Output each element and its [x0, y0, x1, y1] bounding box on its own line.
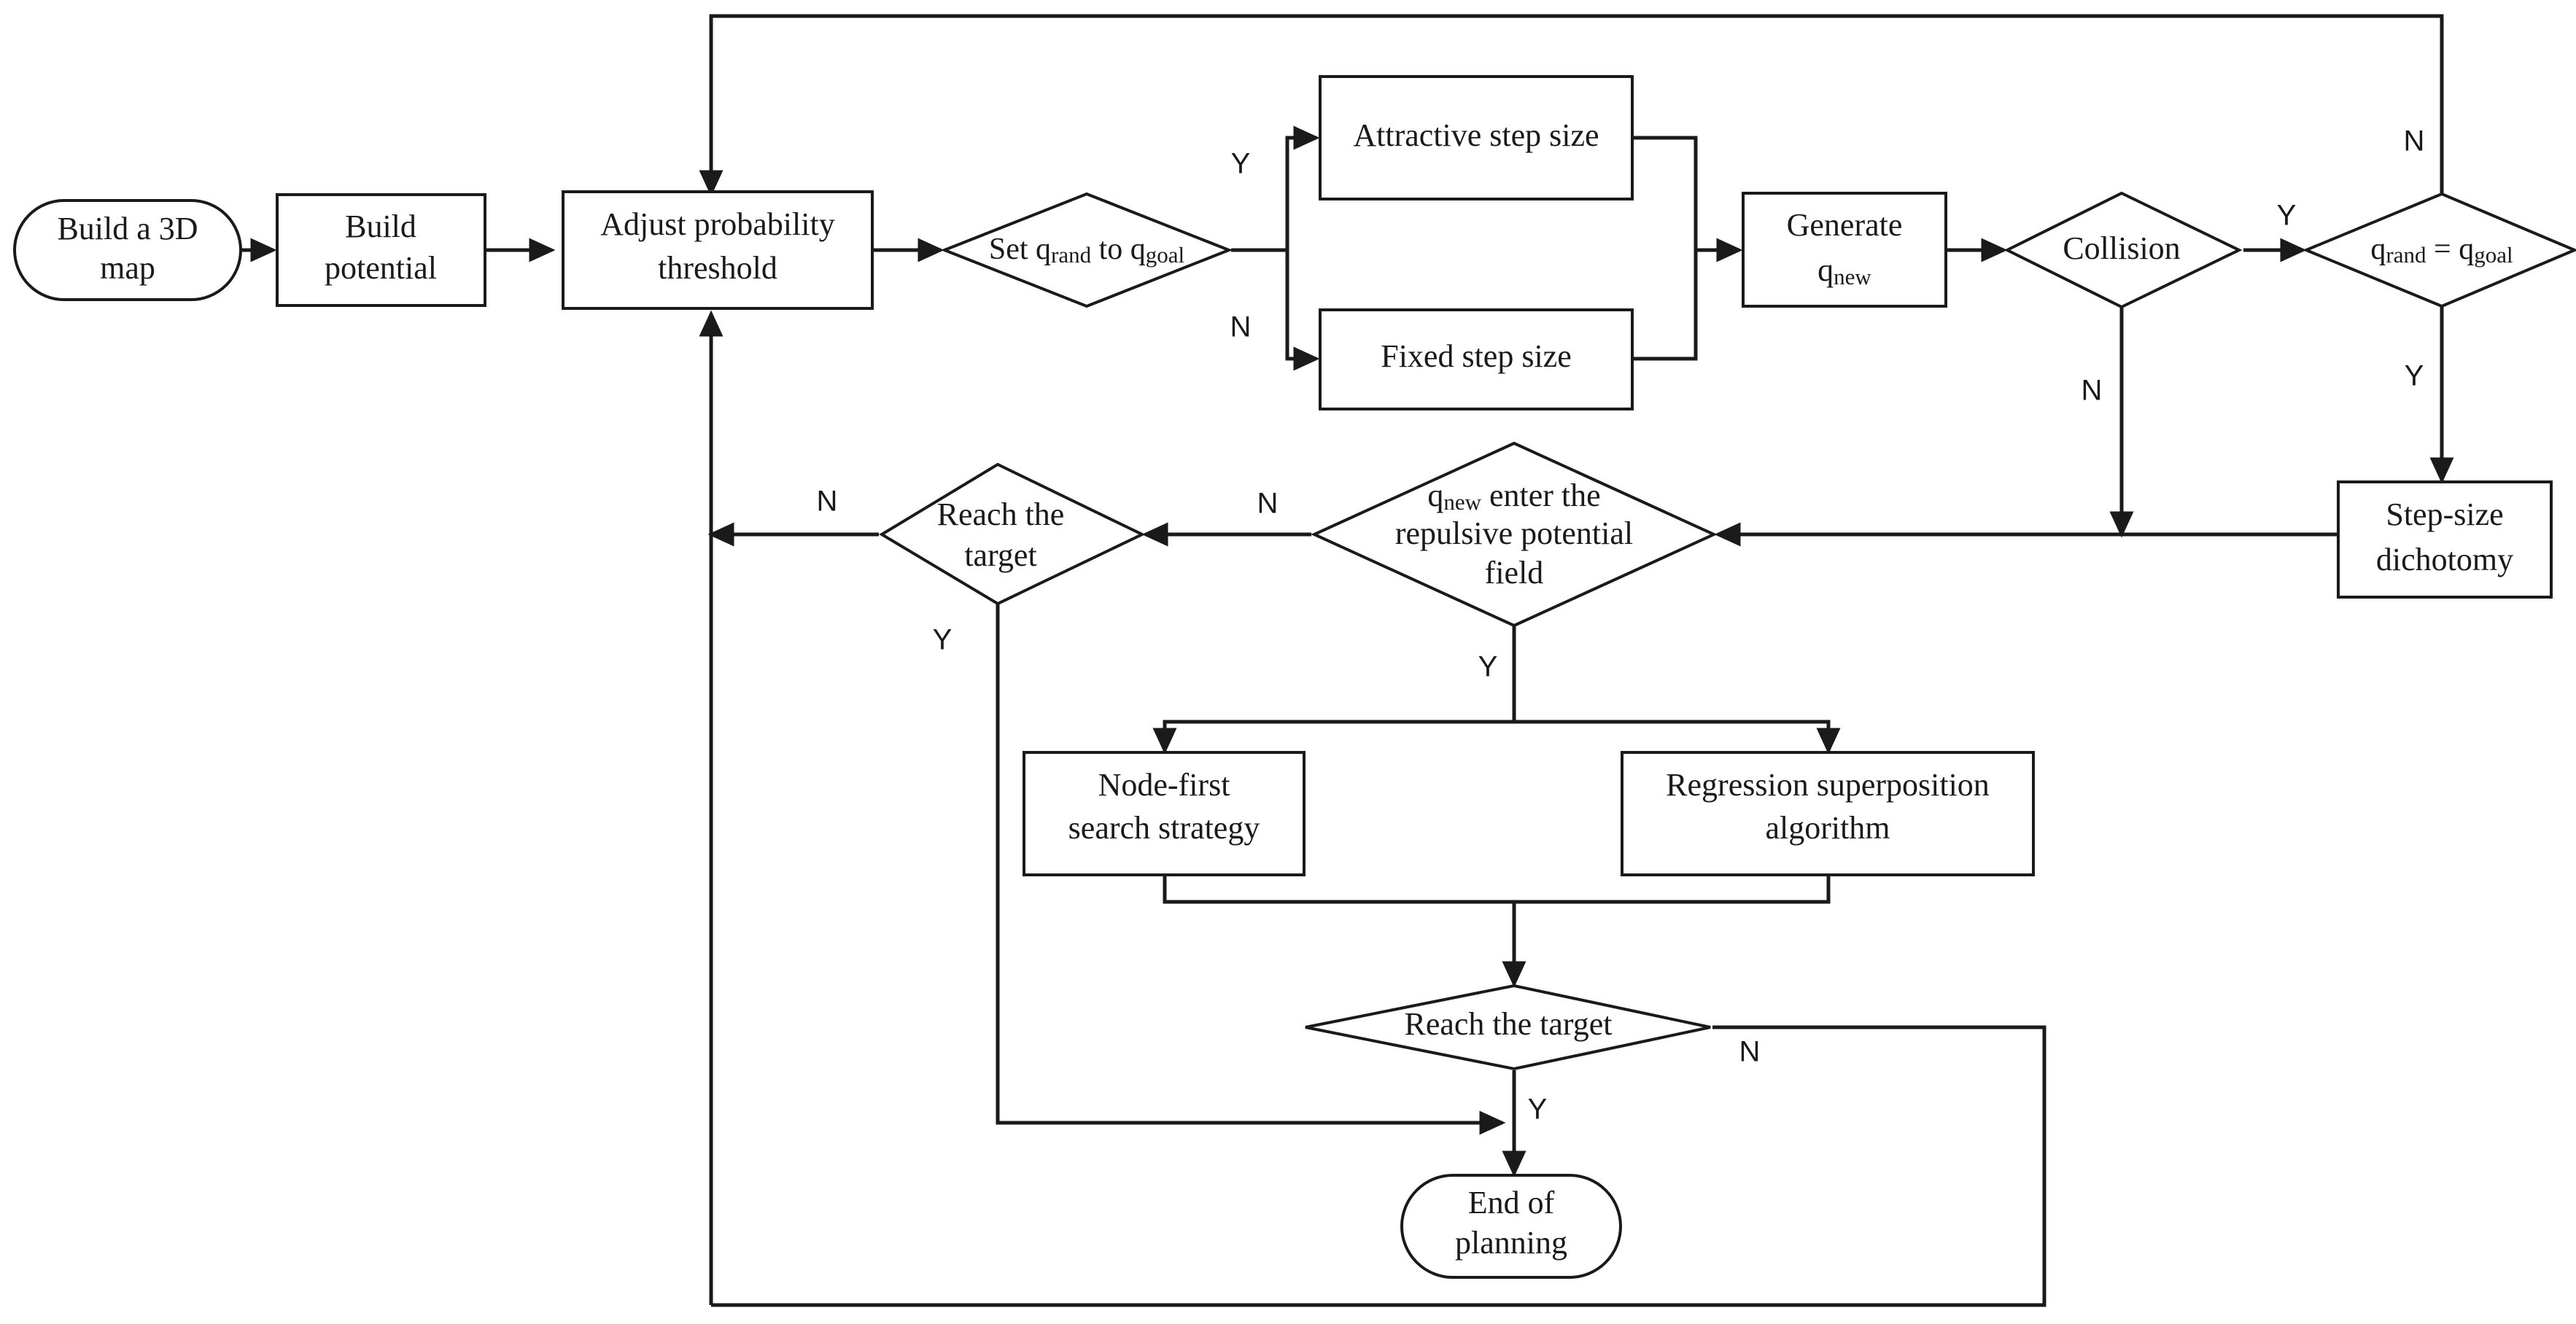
edge-repulsive-yes-split-left	[1152, 720, 1514, 755]
node-build-potential-line1: Build	[345, 209, 416, 244]
node-collision-label: Collision	[2063, 230, 2180, 266]
node-repulsive-line1: qnew enter the	[1427, 478, 1600, 515]
node-reach-the-target-upper[interactable]: Reach the target	[879, 462, 1146, 606]
node-set-qrand-label: Set qrand to qgoal	[989, 233, 1184, 268]
node-set-qrand-to-qgoal[interactable]: Set qrand to qgoal	[940, 192, 1233, 308]
node-adjust-probability-threshold[interactable]: Adjust probability threshold	[562, 190, 874, 310]
edge-label-reach1-yes: Y	[933, 624, 953, 656]
node-qnew-enter-repulsive-field[interactable]: qnew enter the repulsive potential field	[1311, 441, 1718, 628]
edge-reach2-no-bottom-loop	[711, 1025, 2047, 1307]
node-nodefirst-line2: search strategy	[1068, 810, 1260, 846]
node-build-3d-map[interactable]: Build a 3D map	[13, 199, 242, 301]
edge-label-set-qrand-no: N	[1230, 311, 1252, 343]
node-build-3d-map-line2: map	[100, 250, 155, 286]
edge-set-qrand-no-to-fixed	[1285, 250, 1320, 371]
edge-label-set-qrand-yes: Y	[1231, 148, 1251, 180]
edge-label-qeq-yes: Y	[2405, 360, 2424, 392]
node-qrand-eq-label: qrand = qgoal	[2370, 233, 2513, 268]
node-regression-line1: Regression superposition	[1666, 767, 1990, 803]
node-attractive-step-label: Attractive step size	[1353, 117, 1599, 153]
edge-label-collision-no: N	[2082, 375, 2103, 407]
edge-label-reach2-yes: Y	[1528, 1094, 1548, 1126]
node-repulsive-line2: repulsive potential	[1395, 515, 1633, 551]
node-adjust-line1: Adjust probability	[600, 206, 834, 242]
node-nodefirst-line1: Node-first	[1098, 767, 1230, 803]
node-build-potential[interactable]: Build potential	[276, 193, 486, 307]
edge-label-reach2-no: N	[1739, 1036, 1761, 1068]
node-end-line1: End of	[1468, 1185, 1555, 1220]
edge-label-repulsive-no: N	[1257, 488, 1279, 520]
node-dichotomy-line2: dichotomy	[2376, 542, 2513, 577]
edge-reach1-yes-to-end-join	[996, 583, 1506, 1135]
node-step-size-dichotomy[interactable]: Step-size dichotomy	[2337, 480, 2553, 599]
edge-attractive-to-generate	[1631, 136, 1743, 262]
node-reach2-label: Reach the target	[1404, 1006, 1612, 1042]
node-end-line2: planning	[1455, 1225, 1567, 1261]
node-adjust-line2: threshold	[658, 250, 777, 286]
edge-label-collision-yes: Y	[2277, 200, 2297, 232]
node-regression-superposition-algorithm[interactable]: Regression superposition algorithm	[1621, 751, 2035, 876]
node-regression-line2: algorithm	[1765, 810, 1890, 846]
edge-label-repulsive-yes: Y	[1478, 651, 1498, 683]
node-repulsive-line3: field	[1485, 555, 1544, 591]
edge-repulsive-yes-split-right	[1514, 720, 1841, 755]
node-build-potential-line2: potential	[325, 250, 437, 286]
edge-qeq-no-loop-to-adjust	[699, 14, 2444, 201]
node-reach1-line2: target	[964, 537, 1036, 573]
edge-set-qrand-yes-to-attractive	[1231, 125, 1320, 252]
node-generate-line1: Generate	[1787, 207, 1903, 243]
node-dichotomy-line1: Step-size	[2386, 496, 2503, 532]
edge-nodefirst-to-merge	[1163, 874, 1514, 904]
edge-label-reach1-no: N	[817, 486, 838, 518]
node-reach1-line1: Reach the	[937, 496, 1065, 532]
node-fixed-step-size[interactable]: Fixed step size	[1319, 308, 1634, 410]
node-end-of-planning[interactable]: End of planning	[1400, 1174, 1622, 1279]
node-generate-qnew[interactable]: Generate qnew	[1742, 192, 1947, 308]
edge-regression-to-merge	[1514, 874, 1831, 904]
edge-fixed-to-merge	[1631, 250, 1698, 361]
node-build-3d-map-line1: Build a 3D	[57, 211, 198, 246]
node-fixed-step-label: Fixed step size	[1381, 338, 1572, 374]
node-reach-the-target-lower[interactable]: Reach the target	[1305, 984, 1711, 1071]
node-collision[interactable]: Collision	[2003, 191, 2243, 309]
node-attractive-step-size[interactable]: Attractive step size	[1319, 75, 1634, 200]
node-node-first-search-strategy[interactable]: Node-first search strategy	[1023, 751, 1306, 876]
node-generate-line2: qnew	[1817, 252, 1871, 289]
node-qrand-equals-qgoal[interactable]: qrand = qgoal	[2302, 192, 2576, 308]
edge-label-qeq-no: N	[2404, 125, 2425, 157]
